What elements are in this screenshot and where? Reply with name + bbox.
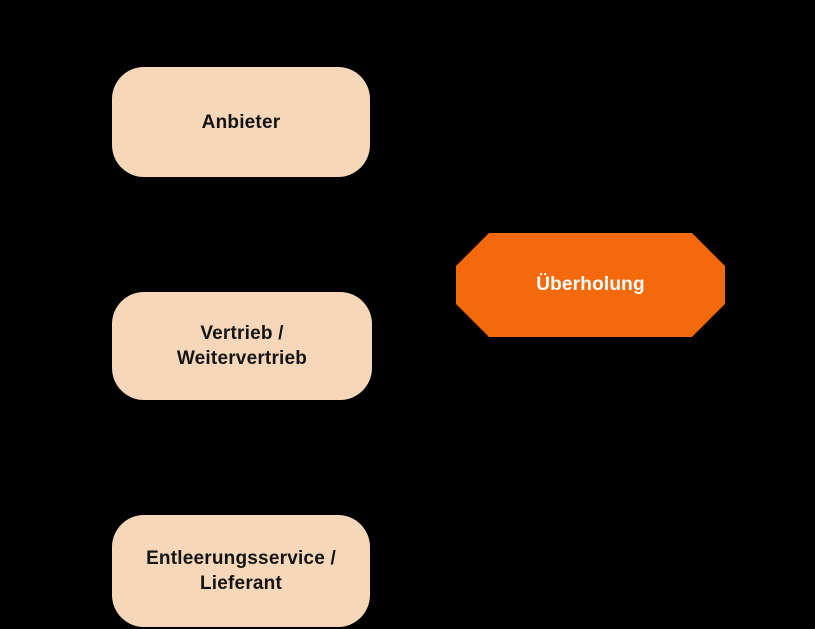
node-label-ueberholung: Überholung: [536, 274, 645, 295]
node-label-anbieter: Anbieter: [201, 111, 281, 133]
node-label-vertrieb: Vertrieb / Weitervertrieb: [176, 323, 308, 369]
diagram-node-entleerung: Entleerungsservice / Lieferant: [112, 515, 370, 627]
diagram-node-anbieter: Anbieter: [112, 67, 370, 177]
diagram-node-vertrieb: Vertrieb / Weitervertrieb: [112, 292, 372, 400]
diagram-node-ueberholung: Überholung: [456, 233, 725, 337]
node-label-entleerung: Entleerungsservice / Lieferant: [146, 548, 336, 594]
